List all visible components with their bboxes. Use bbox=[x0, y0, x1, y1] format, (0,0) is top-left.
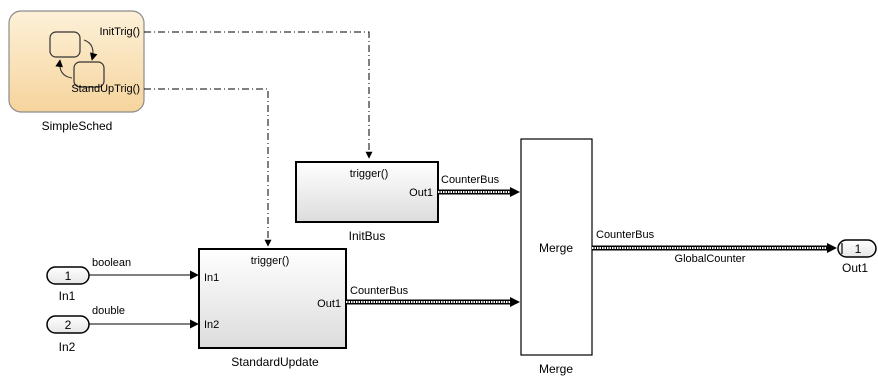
merge-label: Merge bbox=[539, 362, 573, 376]
signal-type-double: double bbox=[92, 305, 125, 317]
inport-in2-label: In2 bbox=[59, 340, 76, 354]
initbus-signal-counterbus: CounterBus bbox=[441, 174, 500, 186]
initbus-out-port-label: Out1 bbox=[409, 187, 433, 199]
signal-type-boolean: boolean bbox=[92, 257, 131, 269]
inport-in1-number: 1 bbox=[65, 269, 72, 283]
bus-line-initbus-to-merge[interactable] bbox=[438, 187, 520, 197]
simplesched-chart-block[interactable]: InitTrig() StandUpTrig() bbox=[8, 10, 145, 113]
simplesched-label: SimpleSched bbox=[42, 119, 113, 133]
merge-block[interactable]: Merge bbox=[520, 138, 593, 356]
chart-port-standuptrig: StandUpTrig() bbox=[71, 83, 140, 95]
outport-out1-number: 1 bbox=[855, 242, 862, 256]
standardupdate-trigger-label: trigger() bbox=[251, 255, 290, 267]
stateflow-chart-icon bbox=[49, 31, 105, 88]
update-signal-counterbus: CounterBus bbox=[350, 285, 409, 297]
standardupdate-in2-port-label: In2 bbox=[204, 319, 219, 331]
inport-in1-label: In1 bbox=[59, 289, 76, 303]
outport-out1-label: Out1 bbox=[842, 261, 868, 275]
signal-name-globalcounter: GlobalCounter bbox=[675, 253, 746, 265]
function-call-lines[interactable] bbox=[144, 31, 373, 247]
initbus-trigger-label: trigger() bbox=[350, 168, 389, 180]
merge-signal-counterbus: CounterBus bbox=[596, 229, 655, 241]
bus-line-update-to-merge[interactable] bbox=[346, 297, 520, 307]
standardupdate-in1-port-label: In1 bbox=[204, 272, 219, 284]
standardupdate-subsystem[interactable]: trigger() In1 In2 Out1 bbox=[198, 248, 347, 349]
initbus-label: InitBus bbox=[349, 229, 386, 243]
bus-line-merge-to-out1[interactable] bbox=[592, 243, 837, 253]
outport-out1[interactable]: 1 bbox=[837, 239, 877, 258]
inport-in2[interactable]: 2 bbox=[46, 315, 90, 334]
inport-in1[interactable]: 1 bbox=[46, 266, 90, 285]
standardupdate-out-port-label: Out1 bbox=[317, 298, 341, 310]
chart-port-inittrig: InitTrig() bbox=[99, 26, 140, 38]
merge-block-text: Merge bbox=[539, 241, 573, 255]
initbus-subsystem[interactable]: trigger() Out1 bbox=[295, 161, 439, 223]
standardupdate-label: StandardUpdate bbox=[231, 355, 319, 369]
inport-in2-number: 2 bbox=[65, 318, 72, 332]
